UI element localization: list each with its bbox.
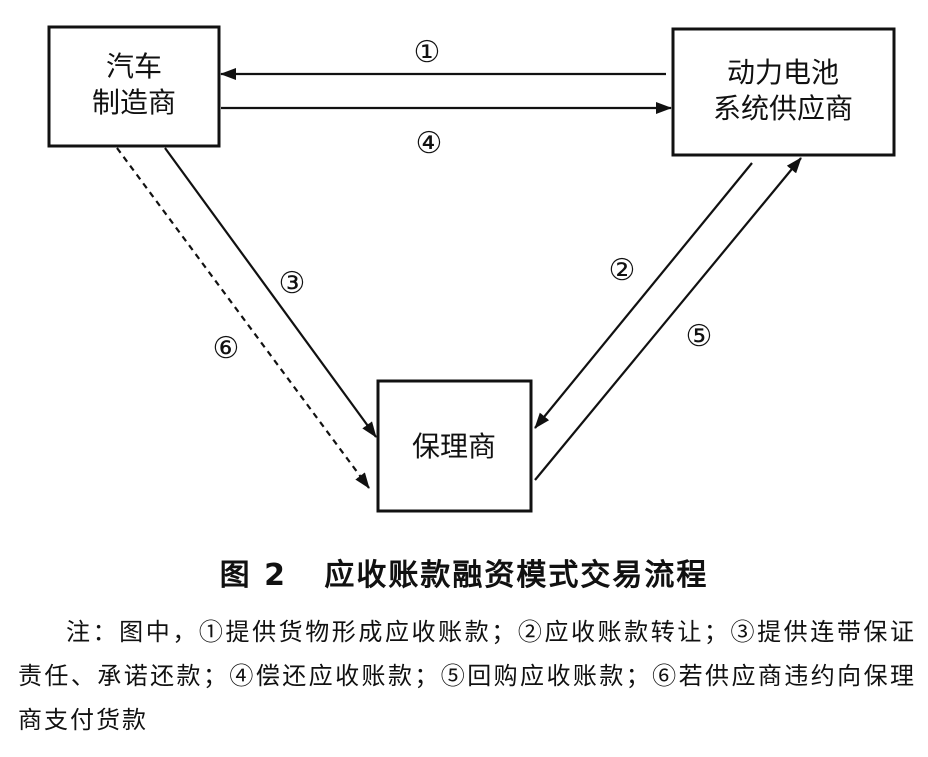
flow-diagram: 汽车 制造商 动力电池 系统供应商 保理商 ① ④ ③ ⑥ ② ⑤ bbox=[47, 25, 896, 513]
node-battery-supplier-line-1: 动力电池 bbox=[727, 56, 839, 89]
edge-label-5: ⑤ bbox=[686, 319, 713, 354]
node-battery-supplier: 动力电池 系统供应商 bbox=[671, 27, 896, 157]
node-factor-line-1: 保理商 bbox=[412, 430, 496, 463]
figure-note: 注：图中，①提供货物形成应收账款；②应收账款转让；③提供连带保证责任、承诺还款；… bbox=[18, 618, 916, 734]
node-manufacturer: 汽车 制造商 bbox=[47, 25, 221, 148]
edge-label-2: ② bbox=[609, 253, 636, 288]
node-manufacturer-line-1: 汽车 bbox=[106, 50, 162, 83]
edge-label-6: ⑥ bbox=[213, 331, 240, 366]
edge-label-4: ④ bbox=[416, 126, 443, 161]
edge-label-3: ③ bbox=[279, 266, 306, 301]
edge-label-1: ① bbox=[414, 35, 441, 70]
node-factor: 保理商 bbox=[376, 379, 533, 513]
edge-arrow-5 bbox=[534, 157, 802, 481]
edge-arrow-3 bbox=[164, 147, 377, 438]
edge-arrow-6 bbox=[116, 147, 370, 489]
edge-arrow-2 bbox=[534, 162, 753, 429]
node-manufacturer-line-2: 制造商 bbox=[92, 86, 176, 119]
node-battery-supplier-line-2: 系统供应商 bbox=[713, 92, 853, 125]
figure-title: 图 2 应收账款融资模式交易流程 bbox=[219, 558, 709, 593]
